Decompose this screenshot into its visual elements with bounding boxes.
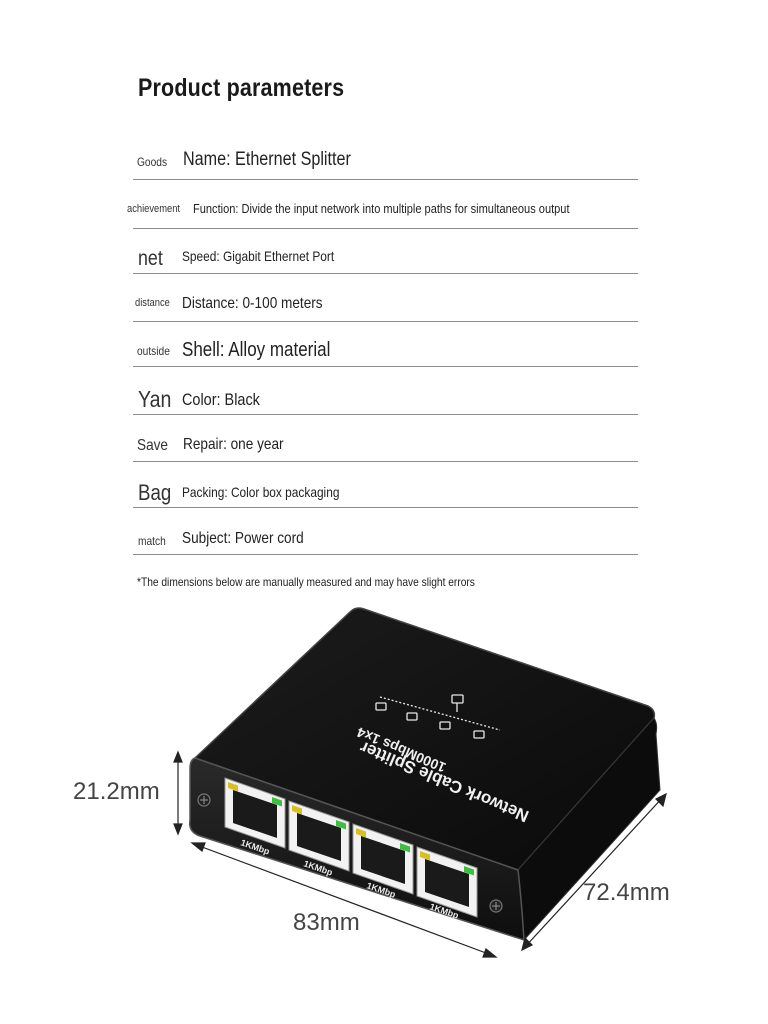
ethernet-port-1 <box>224 777 286 849</box>
param-label: match <box>138 534 166 548</box>
network-topology-icon <box>375 694 501 739</box>
ethernet-port-2 <box>288 800 350 872</box>
param-value: Distance: 0-100 meters <box>182 295 323 312</box>
param-label: Yan <box>138 386 172 412</box>
param-value: Repair: one year <box>183 436 284 453</box>
param-label: outside <box>137 344 170 358</box>
measurement-note: *The dimensions below are manually measu… <box>137 575 475 589</box>
param-value: Speed: Gigabit Ethernet Port <box>182 248 335 264</box>
param-value: Packing: Color box packaging <box>182 484 340 500</box>
dimension-width-line <box>190 842 498 958</box>
param-label: achievement <box>127 203 181 215</box>
ethernet-port-3 <box>352 823 414 895</box>
param-value: Shell: Alloy material <box>182 339 331 361</box>
dimension-depth-label: 72.4mm <box>583 879 670 906</box>
param-label: Save <box>137 437 168 454</box>
ethernet-port-4 <box>416 846 478 918</box>
param-value: Subject: Power cord <box>182 530 304 547</box>
splitter-device: 1KMbp 1KMbp 1KMbp 1KMbp Network Cable Sp… <box>188 607 661 942</box>
param-value: Function: Divide the input network into … <box>193 201 570 216</box>
page-title: Product parameters <box>138 74 345 102</box>
dimension-height-label: 21.2mm <box>73 778 160 805</box>
product-image: 1KMbp 1KMbp 1KMbp 1KMbp Network Cable Sp… <box>173 607 667 958</box>
dimension-width-label: 83mm <box>293 909 360 936</box>
param-label: Goods <box>137 155 168 169</box>
param-label: distance <box>135 297 170 309</box>
dimension-depth-line <box>521 792 667 952</box>
param-value: Name: Ethernet Splitter <box>183 149 351 170</box>
param-label: net <box>138 247 163 270</box>
dimension-height-line <box>173 750 183 836</box>
param-label: Bag <box>138 480 172 505</box>
param-value: Color: Black <box>182 390 260 409</box>
